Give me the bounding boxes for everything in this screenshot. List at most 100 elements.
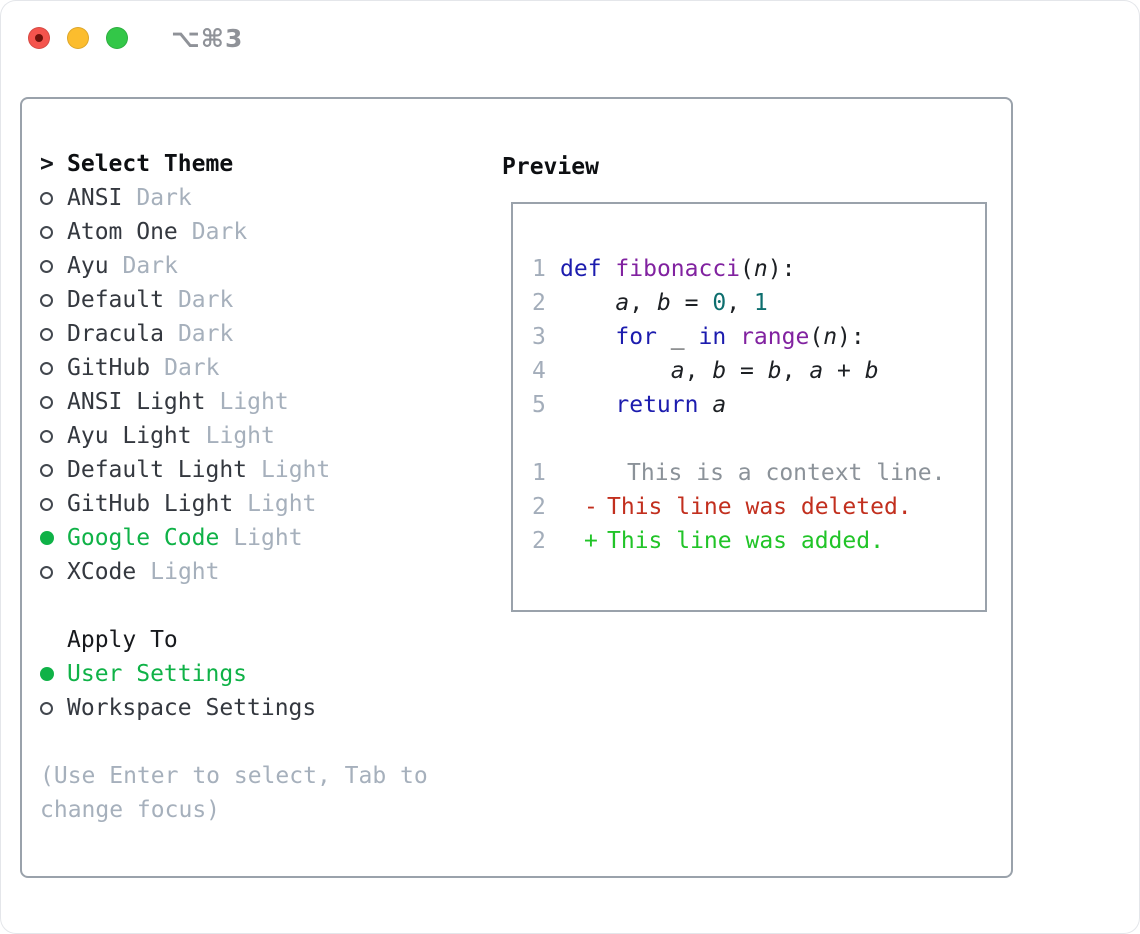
theme-variant-label: Light (150, 559, 220, 585)
line-number: 2 (532, 528, 546, 554)
theme-option-xcode[interactable]: XCode Light (40, 555, 485, 589)
diff-line-context: 1 This is a context line. (532, 456, 985, 490)
radio-icon (40, 429, 67, 443)
code-tokens: a, b = 0, 1 (615, 290, 768, 316)
theme-variant-label: Dark (136, 185, 192, 211)
option-label: Dracula (67, 321, 164, 347)
theme-option-atom-one[interactable]: Atom One Dark (40, 215, 485, 249)
titlebar: ⌥⌘3 (28, 23, 244, 53)
theme-option-ayu-light[interactable]: Ayu Light Light (40, 419, 485, 453)
option-label: ANSI (67, 185, 123, 211)
diff-text: This is a context line. (627, 460, 946, 486)
theme-variant-label: Light (261, 457, 331, 483)
theme-variant-label: Dark (191, 219, 248, 245)
radio-icon (40, 395, 67, 409)
option-label: Ayu (67, 253, 109, 279)
theme-variant-label: Light (247, 491, 317, 517)
line-number: 5 (532, 392, 546, 418)
radio-icon (40, 565, 67, 579)
option-label: Ayu Light (67, 423, 192, 449)
radio-selected-icon (40, 531, 67, 545)
preview-title: Preview (502, 154, 599, 180)
line-number: 1 (532, 460, 546, 486)
code-tokens: a, b = b, a + b (670, 358, 879, 384)
prompt-icon: > (40, 151, 54, 177)
line-number: 4 (532, 358, 546, 384)
line-number: 2 (532, 290, 546, 316)
diff-line-added: 2 + This line was added. (532, 524, 985, 558)
close-button[interactable] (28, 27, 50, 49)
option-label: ANSI Light (67, 389, 206, 415)
code-tokens: for _ in range(n): (615, 324, 865, 350)
option-label: GitHub (67, 355, 151, 381)
theme-option-ayu[interactable]: Ayu Dark (40, 249, 485, 283)
line-number: 2 (532, 494, 546, 520)
theme-option-default-light[interactable]: Default Light Light (40, 453, 485, 487)
apply-to-title: Apply To (67, 627, 178, 653)
theme-option-default[interactable]: Default Dark (40, 283, 485, 317)
diff-line-deleted: 2 -This line was deleted. (532, 490, 985, 524)
option-label: Default (67, 287, 164, 313)
theme-option-github[interactable]: GitHub Dark (40, 351, 485, 385)
theme-option-ansi[interactable]: ANSI Dark (40, 181, 485, 215)
theme-variant-label: Light (205, 423, 275, 449)
radio-icon (40, 327, 67, 341)
select-theme-header: > Select Theme (40, 147, 485, 181)
minimize-button[interactable] (67, 27, 89, 49)
option-label: XCode (67, 559, 137, 585)
option-label: Default Light (67, 457, 248, 483)
code-line: 3 for _ in range(n): (532, 320, 985, 354)
theme-variant-label: Dark (177, 321, 234, 347)
radio-icon (40, 701, 67, 715)
diff-marker-icon: - (584, 494, 598, 520)
theme-option-google-code[interactable]: Google Code Light (40, 521, 485, 555)
window-title: ⌥⌘3 (171, 23, 244, 53)
code-tokens: def fibonacci(n): (560, 256, 796, 282)
apply-option-user-settings[interactable]: User Settings (40, 657, 485, 691)
radio-icon (40, 497, 67, 511)
radio-icon (40, 293, 67, 307)
theme-option-github-light[interactable]: GitHub Light Light (40, 487, 485, 521)
zoom-button[interactable] (106, 27, 128, 49)
code-line: 4 a, b = b, a + b (532, 354, 985, 388)
select-theme-title: Select Theme (67, 151, 234, 177)
code-line: 1 def fibonacci(n): (532, 252, 985, 286)
radio-selected-icon (40, 667, 67, 681)
radio-icon (40, 361, 67, 375)
code-line: 2 a, b = 0, 1 (532, 286, 985, 320)
diff-marker-icon (584, 460, 598, 486)
theme-variant-label: Light (233, 525, 303, 551)
help-text: (Use Enter to select, Tab to change focu… (40, 763, 428, 823)
diff-text: This line was deleted. (607, 494, 912, 520)
code-line: 5 return a (532, 388, 985, 422)
code-tokens: return a (615, 392, 727, 418)
theme-variant-label: Dark (122, 253, 178, 279)
line-number: 3 (532, 324, 546, 350)
radio-icon (40, 463, 67, 477)
apply-to-header: Apply To (40, 623, 485, 657)
radio-icon (40, 259, 67, 273)
radio-icon (40, 225, 67, 239)
preview-spacer (532, 422, 985, 456)
diff-marker-icon: + (584, 528, 598, 554)
diff-text: This line was added. (607, 528, 884, 554)
theme-variant-label: Light (219, 389, 289, 415)
option-label: Atom One (67, 219, 178, 245)
theme-variant-label: Dark (164, 355, 220, 381)
option-label: Workspace Settings (67, 695, 317, 721)
option-label: GitHub Light (67, 491, 234, 517)
theme-option-ansi-light[interactable]: ANSI Light Light (40, 385, 485, 419)
apply-option-workspace-settings[interactable]: Workspace Settings (40, 691, 485, 725)
theme-option-dracula[interactable]: Dracula Dark (40, 317, 485, 351)
option-label: Google Code (67, 525, 220, 551)
diff-preview: 1 This is a context line. 2 -This line was… (532, 456, 985, 558)
theme-variant-label: Dark (177, 287, 234, 313)
line-number: 1 (532, 256, 546, 282)
